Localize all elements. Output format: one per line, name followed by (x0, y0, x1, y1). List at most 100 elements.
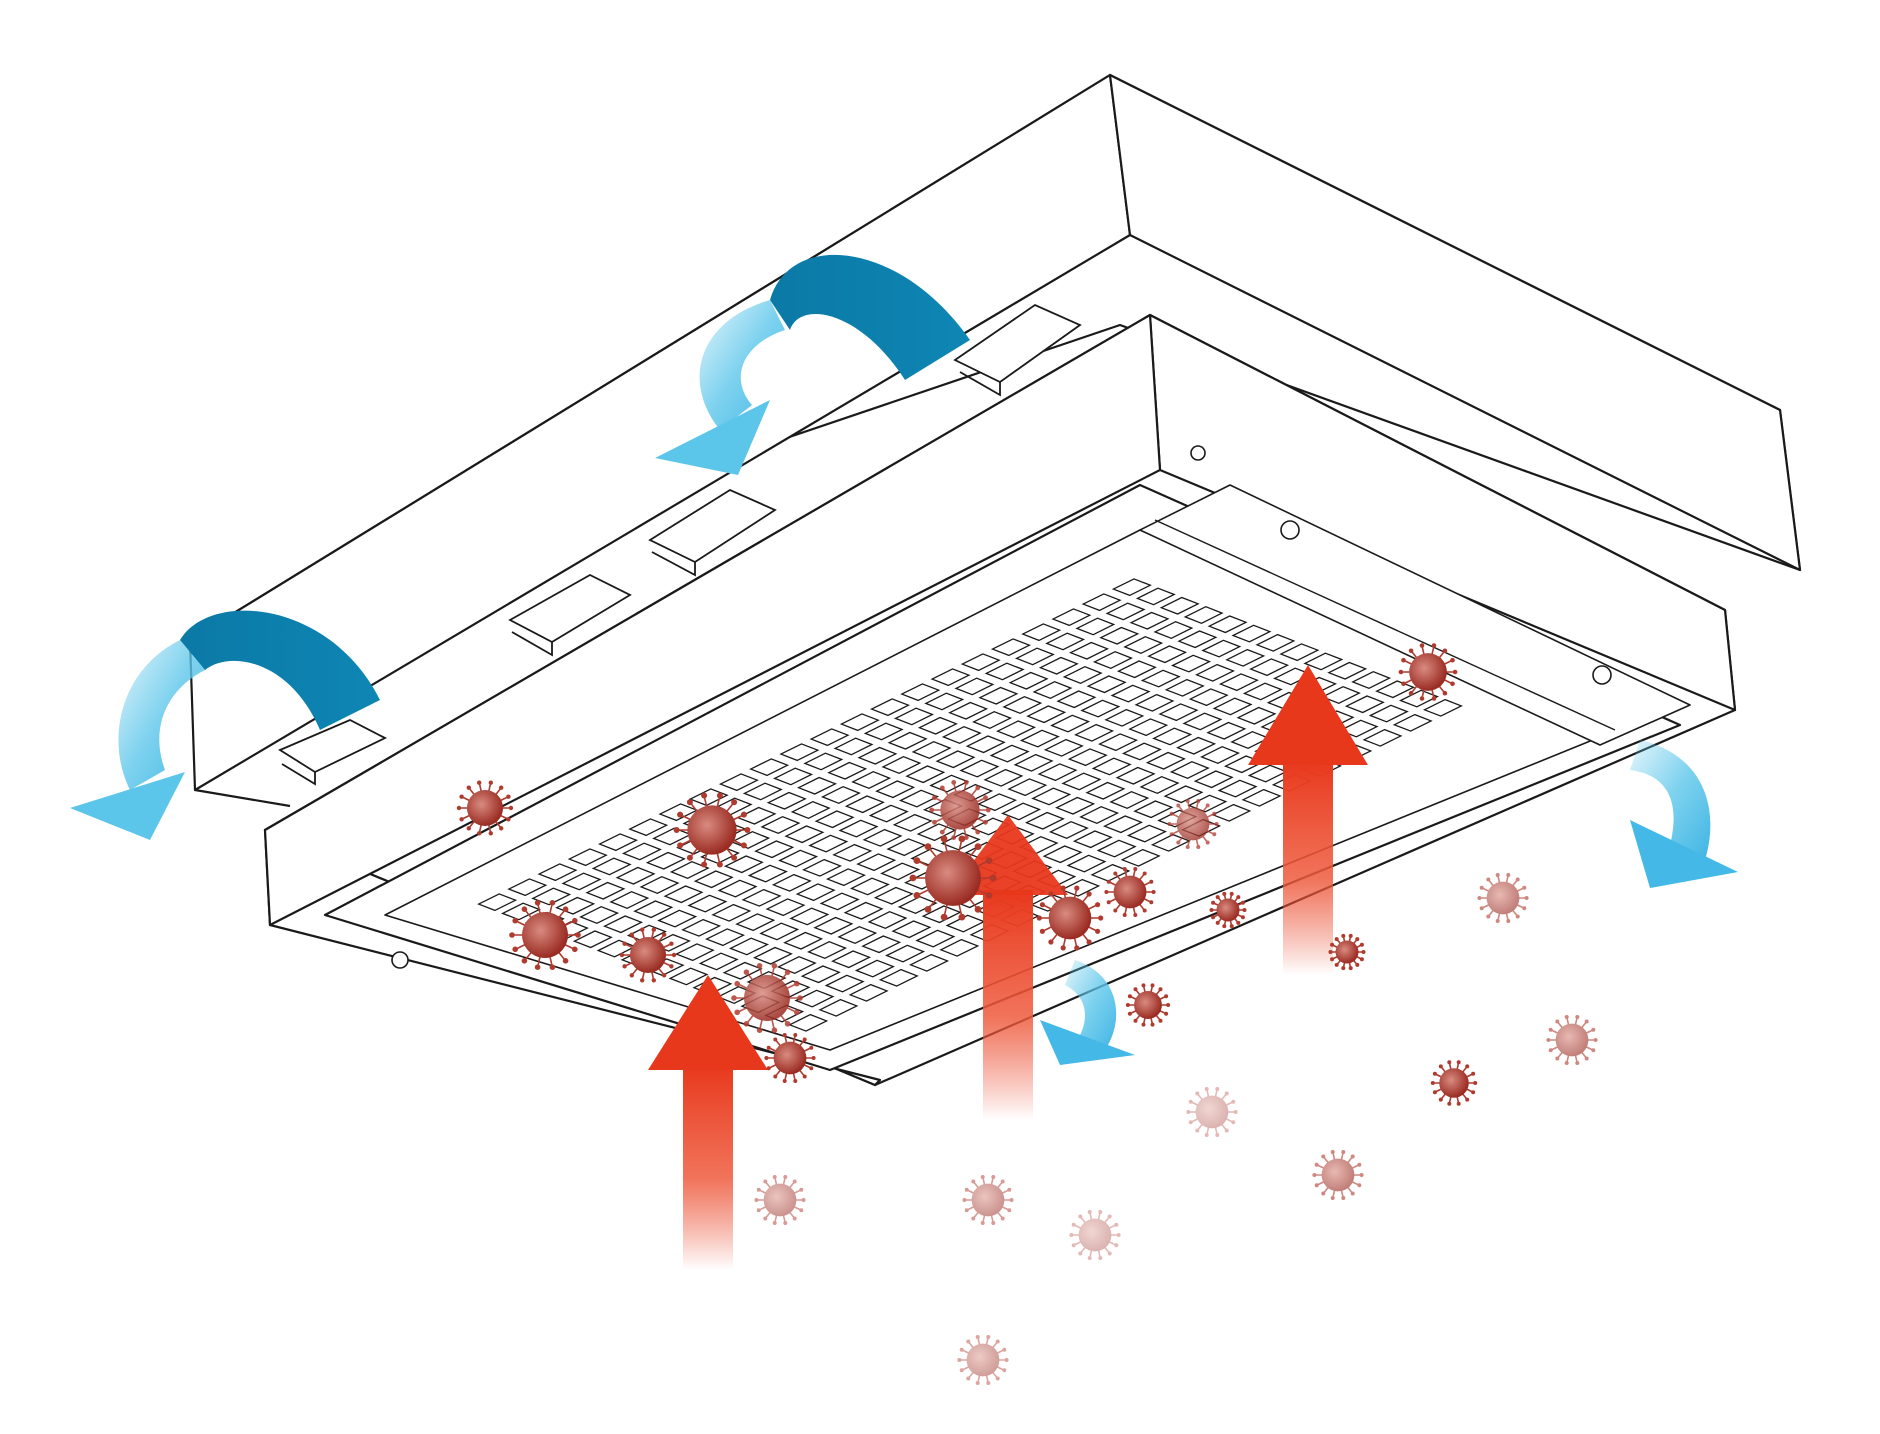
filter-cell (954, 677, 995, 696)
filter-cell (688, 788, 729, 807)
filter-cell (561, 872, 602, 891)
filter-cell (1062, 665, 1103, 685)
filter-cell (838, 819, 879, 838)
filter-cell (1279, 643, 1320, 662)
filter-cell (657, 909, 698, 928)
screw-1 (1280, 520, 1300, 540)
filter-cell (881, 755, 922, 775)
filter-cell (1092, 650, 1134, 670)
filter-cell (1241, 788, 1282, 807)
filter-cell (1060, 878, 1101, 897)
filter-cell (1072, 830, 1113, 849)
filter-cell (1188, 688, 1229, 707)
filter-cell (477, 893, 518, 912)
filter-cell (579, 905, 620, 925)
filter-cell (1133, 800, 1174, 819)
filter-cell (801, 858, 843, 877)
virus-icon (1125, 983, 1171, 1027)
filter-cell (897, 895, 938, 915)
exhaust-arrowhead (70, 772, 185, 840)
filter-cell (1140, 669, 1181, 688)
exhaust-arc-light (1630, 740, 1711, 860)
mounting-brackets (278, 303, 1082, 786)
virus-icon (909, 835, 997, 921)
filter-cell (1115, 766, 1156, 785)
virus-icon (1312, 1150, 1364, 1200)
filter-cell (978, 686, 1019, 705)
filter-cell (824, 974, 865, 993)
filter-cell (887, 731, 928, 750)
filter-cell (1182, 712, 1223, 731)
filter-cell (930, 668, 971, 687)
filter-cell (971, 710, 1013, 730)
virus-icon (1477, 873, 1529, 923)
filter-cell (602, 915, 644, 934)
filter-cell (1194, 663, 1236, 682)
filter-cell (862, 828, 903, 847)
filter-cell (742, 782, 783, 801)
virus-icon (754, 1175, 806, 1225)
filter-cell (1135, 587, 1176, 606)
filter-cell (1075, 617, 1116, 636)
filter-cell (867, 910, 908, 930)
filter-cell (848, 983, 889, 1002)
filter-cell (819, 892, 860, 911)
filter-cell (1079, 805, 1120, 825)
virus-icon (1209, 891, 1247, 929)
filter-cell (1120, 848, 1161, 867)
filter-cell (1217, 779, 1258, 798)
filter-cell (908, 953, 950, 972)
filter-cell (1236, 706, 1277, 725)
filter-cell (1211, 803, 1252, 822)
filter-cell (989, 744, 1030, 763)
filter-cell (1158, 703, 1199, 722)
filter-cell (1096, 839, 1137, 858)
filter-cell (1145, 751, 1186, 770)
filter-cell (772, 767, 814, 786)
filter-cell (1128, 718, 1169, 737)
filter-cell (621, 842, 662, 861)
screw-2 (1592, 665, 1612, 685)
filter-cell (1031, 787, 1072, 806)
filter-cell (1303, 652, 1344, 671)
exhaust-arrow-center (1040, 960, 1135, 1065)
filter-cell (1032, 680, 1073, 700)
filter-cell (1147, 645, 1188, 664)
filter-cell (851, 770, 892, 790)
intake-arrow-1 (648, 975, 768, 1270)
virus-icon (673, 792, 751, 868)
virus-icon (1186, 1087, 1238, 1137)
filter-cell (1338, 719, 1379, 738)
filter-cell (1038, 656, 1079, 675)
filter-cell (868, 804, 909, 823)
filter-cell (849, 877, 890, 896)
filter-cell (875, 780, 916, 799)
filter-cell (886, 838, 927, 857)
filter-cell (983, 768, 1024, 787)
filter-cell (1193, 770, 1234, 789)
filter-cell (1026, 705, 1067, 724)
filter-cell (723, 855, 764, 874)
filter-cell (704, 928, 746, 947)
filter-cell (609, 890, 650, 910)
exhaust-arc-dark (180, 610, 380, 730)
filter-cell (1013, 753, 1054, 772)
filter-cell (1061, 772, 1102, 791)
filter-cell (1104, 708, 1145, 727)
filter-cell (1242, 682, 1283, 701)
filter-cell (803, 752, 844, 771)
filter-cell (765, 898, 806, 917)
filter-cell (941, 725, 982, 745)
filter-cell (741, 888, 782, 907)
virus-icon (957, 1335, 1009, 1385)
filter-cell (759, 922, 800, 941)
filter-cell (808, 834, 849, 853)
filter-cell (572, 930, 613, 949)
filter-cell (995, 720, 1037, 739)
filter-cell (687, 894, 728, 913)
filter-cell (749, 758, 790, 777)
filter-cell (674, 943, 715, 962)
filter-cell (1170, 654, 1212, 673)
filter-cell (1225, 648, 1266, 667)
filter-cell (1042, 845, 1083, 864)
